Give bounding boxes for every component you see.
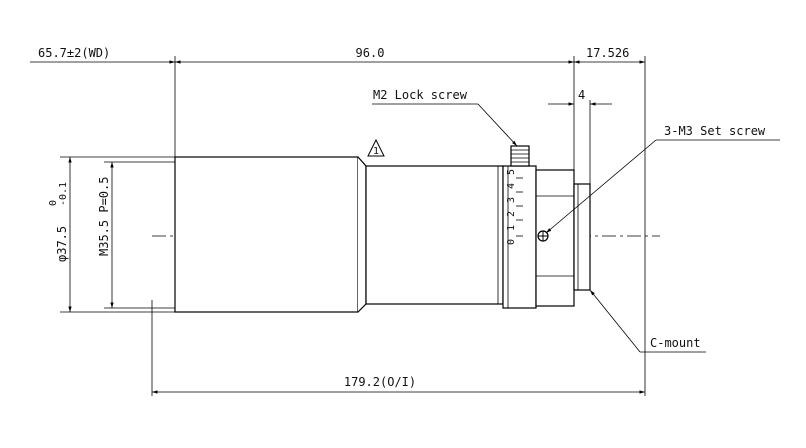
total-dimension: 179.2(O/I) [344, 375, 416, 389]
outer-diameter-dimension: φ37.5 [55, 226, 69, 262]
scale-mark: 0 [506, 239, 517, 245]
m2-lock-screw [510, 145, 530, 167]
set-screw-label: 3-M3 Set screw [664, 124, 766, 138]
wd-dimension: 65.7±2(WD) [38, 46, 110, 60]
middle-barrel [365, 165, 504, 305]
lock-screw-label: M2 Lock screw [373, 88, 468, 102]
front-barrel [174, 156, 359, 313]
flange-dimension: 4 [578, 88, 585, 102]
c-mount-label: C-mount [650, 336, 701, 350]
length-dimension: 96.0 [356, 46, 385, 60]
focus-scale: 5 4 3 2 1 0 [506, 169, 523, 245]
note-mark: 1 [373, 146, 379, 157]
scale-mark: 5 [506, 169, 517, 175]
barrel-taper [357, 156, 367, 313]
scale-mark: 2 [506, 211, 517, 217]
thread-dimension: M35.5 P=0.5 [97, 177, 111, 256]
scale-mark: 4 [506, 183, 517, 189]
c-mount-thread [573, 183, 591, 291]
outer-tol-upper: 0 [48, 200, 59, 206]
note-triangle-icon [367, 138, 385, 157]
mount-length-dimension: 17.526 [586, 46, 629, 60]
outer-tol-lower: -0.1 [58, 182, 69, 206]
scale-mark: 3 [506, 197, 517, 203]
scale-mark: 1 [506, 225, 517, 231]
rear-section [535, 169, 575, 307]
